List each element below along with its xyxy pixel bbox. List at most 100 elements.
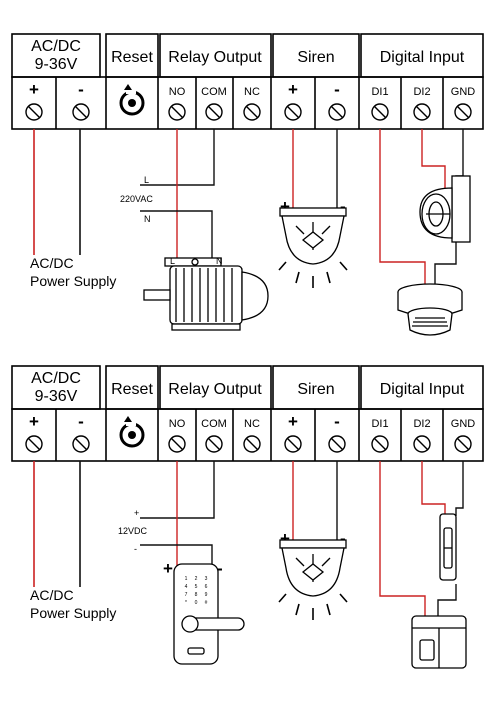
screw-terminal-icon <box>168 435 186 453</box>
power-supply-label-line2: Power Supply <box>30 273 116 289</box>
terminal-label-di2: DI2 <box>413 86 430 98</box>
header-relay-output: Relay Output <box>168 381 262 398</box>
terminal-label-siren-plus: + <box>288 80 298 99</box>
siren-plus-label: + <box>280 197 290 216</box>
header-siren: Siren <box>297 49 334 66</box>
terminal-block <box>11 365 484 462</box>
keypad-key: 4 <box>185 584 188 590</box>
lock-minus-label: - <box>217 559 223 578</box>
keypad-key: # <box>205 600 208 606</box>
keypad-key: 1 <box>185 576 188 582</box>
screw-terminal-icon <box>168 103 186 121</box>
keypad-key: 5 <box>195 584 198 590</box>
relay-live-label: L <box>144 175 149 185</box>
keypad-key: 6 <box>205 584 208 590</box>
screw-terminal-icon <box>72 435 90 453</box>
header-reset: Reset <box>111 381 153 398</box>
terminal-label-no: NO <box>169 418 186 430</box>
terminal-label-di1: DI1 <box>371 418 388 430</box>
screw-terminal-icon <box>413 435 431 453</box>
keypad-key: 9 <box>205 592 208 598</box>
screw-terminal-icon <box>72 103 90 121</box>
siren-minus-label: - <box>340 529 346 548</box>
screw-terminal-icon <box>328 435 346 453</box>
digital-input-wiring <box>379 129 464 285</box>
terminal-label-no: NO <box>169 86 186 98</box>
reset-icon <box>119 416 145 448</box>
keypad-key: 3 <box>205 576 208 582</box>
screw-terminal-icon <box>328 103 346 121</box>
siren-wiring <box>292 461 338 540</box>
power-supply-label-line1: AC/DC <box>30 587 74 603</box>
terminal-label-plus: + <box>29 412 39 431</box>
power-supply-label-line2: Power Supply <box>30 605 116 621</box>
door-lock-icon <box>173 563 245 665</box>
motion-sensor-icon <box>419 175 471 243</box>
lock-plus-label: + <box>163 559 173 578</box>
keypad-key: 2 <box>195 576 198 582</box>
relay-neutral-label: N <box>144 214 151 224</box>
terminal-label-siren-plus: + <box>288 412 298 431</box>
terminal-label-siren-minus: - <box>334 412 340 431</box>
door-contact-sensor-icon <box>439 513 457 581</box>
relay-voltage-label: 220VAC <box>120 194 153 204</box>
bottom-wiring-panel: AC/DC 9-36V Reset Relay Output Siren Dig… <box>11 365 484 669</box>
terminal-label-gnd: GND <box>451 418 476 430</box>
smoke-detector-icon <box>397 283 463 336</box>
lock-keypad: 1 2 3 4 5 6 7 8 9 * 0 # <box>185 576 208 606</box>
terminal-row <box>11 76 484 130</box>
screw-terminal-icon <box>25 103 43 121</box>
header-digital-input: Digital Input <box>380 381 465 398</box>
terminal-label-minus: - <box>78 80 84 99</box>
header-power-line1: AC/DC <box>31 370 81 387</box>
siren-minus-label: - <box>340 197 346 216</box>
screw-terminal-icon <box>371 435 389 453</box>
terminal-label-nc: NC <box>244 418 260 430</box>
terminal-label-minus: - <box>78 412 84 431</box>
screw-terminal-icons <box>25 435 472 453</box>
motor-terminal-left: L <box>170 256 175 266</box>
siren-wiring <box>292 129 338 208</box>
motor-icon <box>143 257 269 331</box>
power-supply-label-line1: AC/DC <box>30 255 74 271</box>
terminal-block <box>11 33 484 130</box>
screw-terminal-icon <box>243 435 261 453</box>
header-power-line2: 9-36V <box>35 56 78 73</box>
terminal-label-com: COM <box>201 418 227 430</box>
siren-icon <box>278 539 348 620</box>
terminal-row <box>11 408 484 462</box>
keypad-key: 8 <box>195 592 198 598</box>
header-siren: Siren <box>297 381 334 398</box>
relay-minus-label: - <box>134 544 137 554</box>
header-relay-output: Relay Output <box>168 49 262 66</box>
terminal-label-di2: DI2 <box>413 418 430 430</box>
magnetic-contact-icon <box>411 615 467 669</box>
terminal-label-siren-minus: - <box>334 80 340 99</box>
screw-terminal-icon <box>284 435 302 453</box>
screw-terminal-icons <box>25 103 472 121</box>
relay-motor-wiring <box>140 129 215 262</box>
keypad-key: * <box>185 600 187 606</box>
relay-lock-wiring <box>140 461 215 566</box>
header-digital-input: Digital Input <box>380 49 465 66</box>
screw-terminal-icon <box>454 435 472 453</box>
terminal-label-plus: + <box>29 80 39 99</box>
screw-terminal-icon <box>371 103 389 121</box>
screw-terminal-icon <box>243 103 261 121</box>
header-reset: Reset <box>111 49 153 66</box>
keypad-key: 7 <box>185 592 188 598</box>
reset-icon <box>119 84 145 116</box>
relay-plus-label: + <box>134 508 139 518</box>
screw-terminal-icon <box>205 435 223 453</box>
motor-terminal-right: N <box>216 256 223 266</box>
terminal-label-gnd: GND <box>451 86 476 98</box>
siren-plus-label: + <box>280 529 290 548</box>
header-power-line2: 9-36V <box>35 388 78 405</box>
header-power-line1: AC/DC <box>31 38 81 55</box>
relay-voltage-label: 12VDC <box>118 526 148 536</box>
terminal-label-nc: NC <box>244 86 260 98</box>
screw-terminal-icon <box>284 103 302 121</box>
terminal-label-com: COM <box>201 86 227 98</box>
screw-terminal-icon <box>454 103 472 121</box>
